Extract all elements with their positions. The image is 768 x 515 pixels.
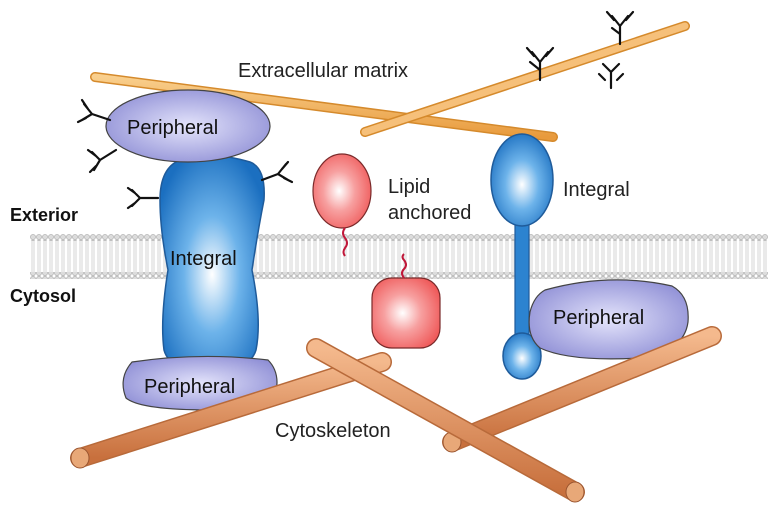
- lipid-anchor-top: [342, 227, 348, 257]
- integral-protein-right: [490, 133, 554, 380]
- extracellular-matrix-fibers: [90, 21, 690, 142]
- cytoskeleton-fibers: [70, 326, 722, 503]
- extracellular-matrix-label: Extracellular matrix: [238, 60, 408, 82]
- peripheral-label-bottom: Peripheral: [144, 376, 235, 398]
- lipid-anchored-label-line1: Lipid: [388, 176, 430, 198]
- glycan-icon: [76, 98, 294, 210]
- lipid-bilayer: [30, 234, 768, 279]
- lipid-anchored-protein-top: [312, 153, 372, 229]
- glycan-icon: [525, 10, 635, 90]
- exterior-label: Exterior: [10, 205, 78, 225]
- peripheral-label-top: Peripheral: [127, 117, 218, 139]
- lipid-anchor-bottom: [401, 253, 407, 279]
- lipid-anchored-protein-bottom: [371, 277, 441, 349]
- peripheral-protein-top: [105, 89, 271, 163]
- peripheral-label-right: Peripheral: [553, 307, 644, 329]
- integral-label-right: Integral: [563, 179, 630, 201]
- cytosol-label: Cytosol: [10, 286, 76, 306]
- integral-label-left: Integral: [170, 248, 237, 270]
- cytoskeleton-label: Cytoskeleton: [275, 420, 391, 442]
- lipid-anchored-label-line2: anchored: [388, 202, 471, 224]
